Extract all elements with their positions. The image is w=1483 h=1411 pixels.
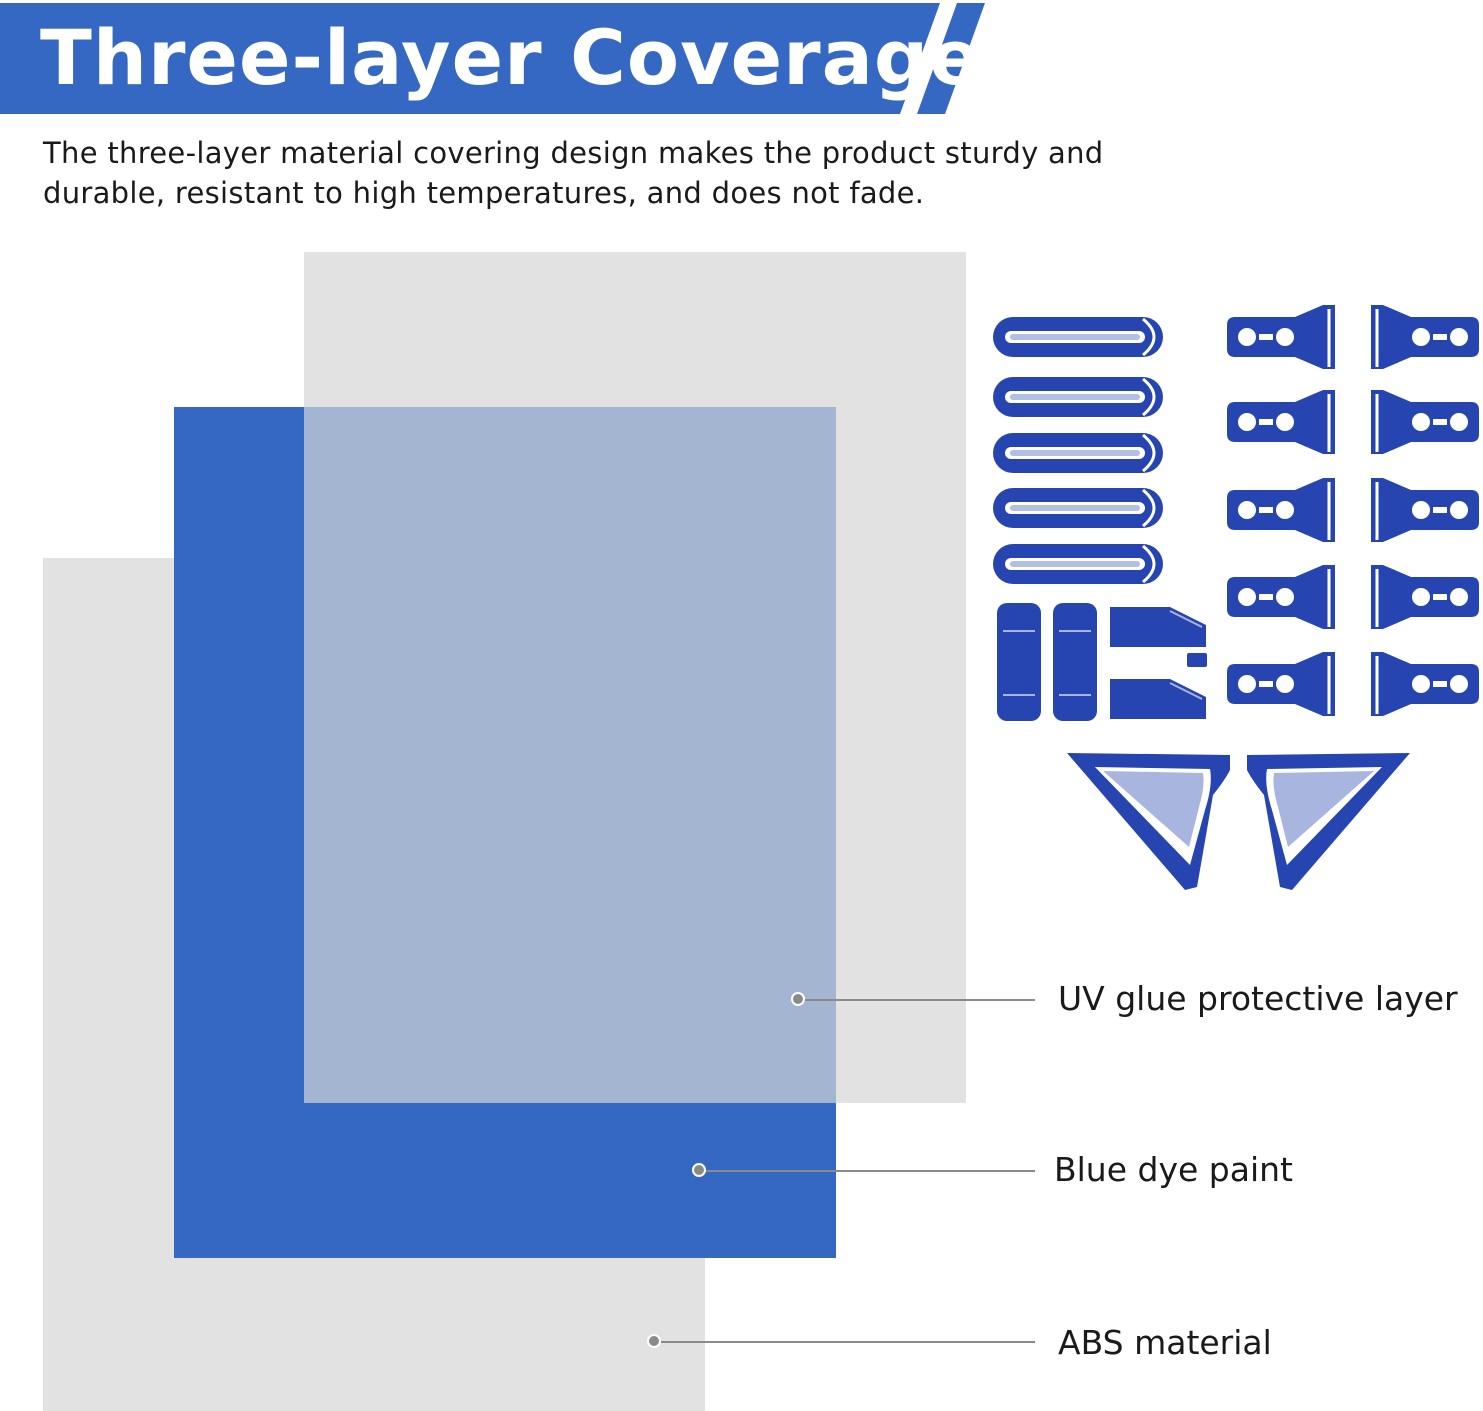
page-title: Three-layer Coverage — [40, 13, 982, 102]
door-handle-cover-4 — [991, 486, 1165, 530]
banner-shape — [0, 3, 985, 114]
trim-clip-small — [1187, 653, 1207, 667]
uv-glue-overlap — [304, 407, 836, 1103]
door-handle-cover-2 — [991, 375, 1165, 419]
door-handle-cover-3 — [991, 431, 1165, 475]
mirror-trim-left — [1067, 753, 1230, 890]
blue-trim-kit-parts-illustration — [991, 303, 1481, 890]
uv-layer-label: UV glue protective layer — [1058, 979, 1458, 1018]
blue-layer-label: Blue dye paint — [1054, 1150, 1293, 1189]
trim-clip-2 — [1109, 678, 1207, 720]
hinge-cover-left-2 — [1225, 388, 1337, 456]
blue-layer-leader-line — [700, 1170, 1035, 1172]
trim-pad-2 — [1052, 602, 1098, 722]
trim-clip-1 — [1109, 606, 1207, 648]
mirror-trim-right — [1247, 753, 1410, 890]
page-description: The three-layer material covering design… — [43, 136, 1104, 210]
hinge-cover-left-3 — [1225, 476, 1337, 544]
uv-layer-leader-line — [799, 999, 1035, 1001]
abs-layer-leader-line — [655, 1341, 1035, 1343]
hinge-cover-left-4 — [1225, 563, 1337, 631]
hinge-cover-left-1 — [1225, 303, 1337, 371]
abs-layer-marker — [647, 1334, 661, 1348]
door-handle-cover-1 — [991, 315, 1165, 359]
hinge-cover-left-5 — [1225, 650, 1337, 718]
uv-layer-marker — [791, 992, 805, 1006]
blue-layer-marker — [692, 1163, 706, 1177]
trim-pad-1 — [996, 602, 1042, 722]
door-handle-cover-5 — [991, 542, 1165, 586]
abs-layer-label: ABS material — [1058, 1323, 1272, 1362]
header-banner: Three-layer Coverage — [0, 0, 1483, 120]
